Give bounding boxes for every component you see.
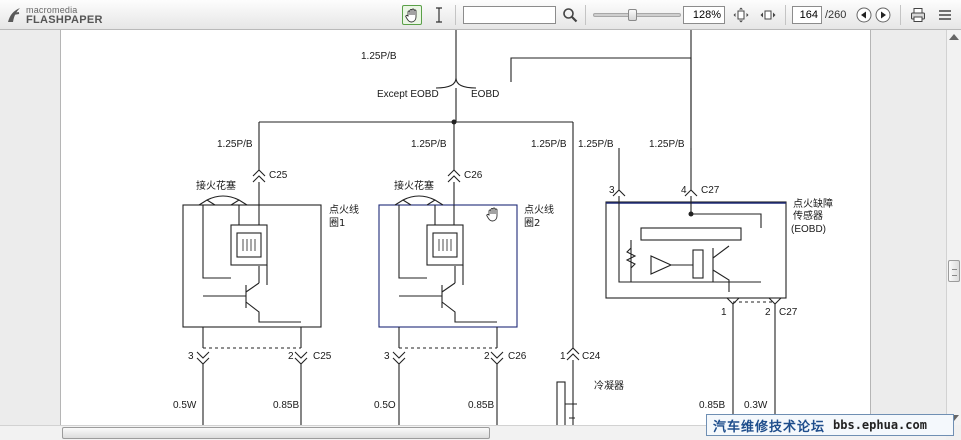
sensor-pin-2: 2: [765, 307, 771, 318]
menu-icon: [939, 10, 951, 20]
zoom-slider-thumb[interactable]: [627, 9, 637, 21]
page-number-input[interactable]: 164: [792, 6, 822, 24]
wire-label-3: 1.25P/B: [531, 139, 567, 150]
wire-label-2: 1.25P/B: [411, 139, 447, 150]
coil1-label-a: 点火线: [329, 205, 359, 216]
fit-page-icon: [733, 7, 749, 23]
toolbar-separator: [900, 5, 901, 25]
condenser-label: 冷凝器: [594, 381, 624, 392]
wire-label-bottom-5: 0.85B: [699, 400, 726, 411]
wire-label-5: 1.25P/B: [649, 139, 685, 150]
label-eobd: EOBD: [471, 89, 500, 100]
connector-c27-bottom: C27: [779, 307, 798, 318]
hand-tool-button[interactable]: [402, 5, 422, 25]
wire-label-bottom-1: 0.5W: [173, 400, 197, 411]
wiring-diagram: [182, 30, 787, 425]
next-page-icon: [875, 7, 891, 23]
connector-c25-bottom: C25: [313, 351, 332, 362]
text-cursor-icon: [436, 7, 442, 23]
logo-line-1: macromedia: [26, 5, 78, 15]
search-input[interactable]: [463, 6, 556, 24]
horizontal-scroll-thumb[interactable]: [62, 427, 490, 439]
logo-line-2: FLASHPAPER: [26, 14, 103, 26]
wire-label-bottom-6: 0.3W: [744, 400, 768, 411]
next-page-button[interactable]: [873, 5, 893, 25]
connector-c26-top: C26: [464, 170, 483, 181]
spark-plug-label-2: 接火花塞: [394, 181, 434, 192]
search-button[interactable]: [560, 5, 580, 25]
coil2-pin-2: 2: [484, 351, 490, 362]
wire-label-bottom-3: 0.5O: [374, 400, 396, 411]
watermark-forum-name: 汽车维修技术论坛: [713, 419, 826, 435]
sensor-label-c: (EOBD): [791, 224, 826, 235]
flashpaper-logo-icon: [8, 8, 20, 22]
scroll-down-arrow-icon[interactable]: [949, 415, 959, 421]
coil2-label-a: 点火线: [524, 205, 554, 216]
coil2-pin-3: 3: [384, 351, 390, 362]
text-select-button[interactable]: [429, 5, 449, 25]
connector-c24: C24: [582, 351, 601, 362]
sensor-pin-3: 3: [609, 185, 615, 196]
hand-icon: [405, 8, 417, 23]
printer-icon: [911, 8, 925, 22]
page-total: /260: [825, 9, 847, 21]
spark-plug-label-1: 接火花塞: [196, 181, 236, 192]
condenser-pin-1: 1: [560, 351, 566, 362]
print-button[interactable]: [908, 5, 928, 25]
wire-label-bottom-2: 0.85B: [273, 400, 300, 411]
forum-watermark: 汽车维修技术论坛 bbs.ephua.com: [706, 414, 954, 436]
sensor-pin-1: 1: [721, 307, 727, 318]
coil1-pin-2: 2: [288, 351, 294, 362]
coil1-pin-3: 3: [188, 351, 194, 362]
previous-page-icon: [856, 7, 872, 23]
toolbar-separator: [455, 5, 456, 25]
connector-c27-top: C27: [701, 185, 720, 196]
watermark-url: bbs.ephua.com: [833, 418, 927, 432]
fit-width-icon: [760, 10, 776, 20]
sensor-pin-4: 4: [681, 185, 687, 196]
zoom-level-input[interactable]: 128%: [683, 6, 725, 24]
magnifier-icon: [563, 8, 578, 23]
label-except-eobd: Except EOBD: [377, 89, 439, 100]
connector-c25-top: C25: [269, 170, 288, 181]
zoom-slider[interactable]: [593, 9, 681, 21]
options-menu-button[interactable]: [935, 5, 955, 25]
wire-label-bottom-4: 0.85B: [468, 400, 495, 411]
toolbar-separator: [585, 5, 586, 25]
wire-label-4: 1.25P/B: [578, 139, 614, 150]
vertical-scroll-thumb[interactable]: [948, 260, 960, 282]
toolbar: macromedia FLASHPAPER 128%: [0, 0, 961, 30]
document-page: 1.25P/B Except EOBD EOBD 1.25P/B 1.25P/B…: [60, 30, 871, 425]
fit-width-button[interactable]: [758, 5, 778, 25]
flashpaper-logo: macromedia FLASHPAPER: [4, 3, 104, 27]
wire-label-top: 1.25P/B: [361, 51, 397, 62]
zoom-slider-track: [593, 13, 681, 17]
coil2-label-b: 圈2: [524, 218, 541, 229]
previous-page-button[interactable]: [854, 5, 874, 25]
scroll-up-arrow-icon[interactable]: [949, 34, 959, 40]
wire-label-1: 1.25P/B: [217, 139, 253, 150]
hand-cursor-icon: [486, 207, 498, 222]
fit-page-button[interactable]: [731, 5, 751, 25]
sensor-label-a: 点火缺障: [793, 199, 833, 210]
coil1-label-b: 圈1: [329, 218, 346, 229]
document-viewport[interactable]: 1.25P/B Except EOBD EOBD 1.25P/B 1.25P/B…: [0, 30, 946, 425]
toolbar-separator: [785, 5, 786, 25]
sensor-label-b: 传感器: [793, 211, 823, 222]
connector-c26-bottom: C26: [508, 351, 527, 362]
vertical-scrollbar[interactable]: [946, 30, 961, 425]
